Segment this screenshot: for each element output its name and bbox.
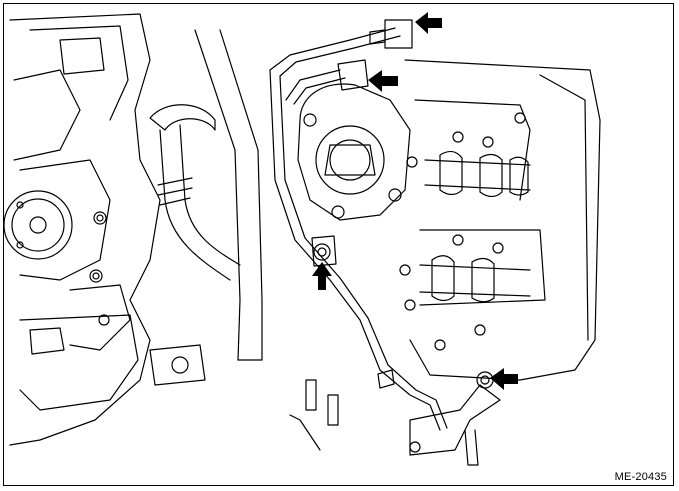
pipe-clamp-bolt <box>311 235 337 267</box>
block-bolts <box>89 211 110 326</box>
arrow-pointer-icon <box>490 368 518 390</box>
arrow-pointer-icon <box>415 12 442 34</box>
pipe-fittings <box>337 19 413 389</box>
lower-bracket-right <box>409 371 501 466</box>
lower-studs <box>289 379 339 451</box>
lower-bracket <box>19 314 206 411</box>
crank-pulley <box>3 190 73 260</box>
cam-housing <box>404 59 601 381</box>
camshaft-lower <box>419 255 531 303</box>
camshaft-upper <box>424 151 531 198</box>
callout-arrows <box>312 12 518 390</box>
diagram-frame <box>3 3 674 486</box>
engine-block <box>9 13 161 446</box>
figure-code: ME-20435 <box>614 471 667 483</box>
coolant-hose <box>149 104 241 281</box>
fuel-pipe <box>269 27 448 431</box>
arrow-pointer-icon <box>312 262 332 290</box>
cam-bolts <box>399 112 526 351</box>
arrow-pointer-icon <box>368 70 398 92</box>
vertical-pipe <box>194 29 263 361</box>
fuel-pump <box>297 83 411 221</box>
